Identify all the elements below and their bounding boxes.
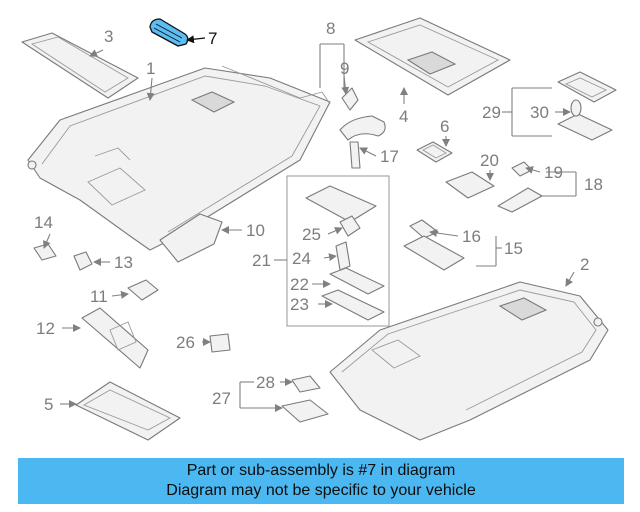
- callout-27: 27: [212, 389, 231, 408]
- callout-23: 23: [290, 295, 309, 314]
- callout-6: 6: [440, 117, 449, 136]
- part-4-sunroof-panel: [354, 17, 511, 96]
- part-15-lamp-assembly: [403, 235, 465, 271]
- callout-11: 11: [90, 287, 108, 306]
- part-20-bracket: [445, 171, 495, 199]
- callout-4: 4: [399, 107, 408, 126]
- part-3-panel: [21, 32, 139, 99]
- part-12-sun-visor: [81, 307, 149, 369]
- part-5-sunshade: [75, 381, 181, 441]
- banner-line-2: Diagram may not be specific to your vehi…: [166, 482, 476, 499]
- callout-17: 17: [380, 147, 399, 166]
- callout-18: 18: [584, 175, 603, 194]
- part-29-dome-lamp: [557, 71, 617, 141]
- callout-1: 1: [146, 59, 155, 78]
- parts-diagram-canvas: 3 1 7 8 9 4 6 29 30 17 20 19 18 10 21 25…: [21, 17, 617, 441]
- part-6-frame: [416, 141, 453, 163]
- callout-7[interactable]: 7: [208, 29, 217, 48]
- callout-21: 21: [252, 251, 271, 270]
- callout-2: 2: [580, 255, 589, 274]
- callout-10: 10: [246, 221, 265, 240]
- callout-19: 19: [544, 163, 563, 182]
- callout-16: 16: [462, 227, 481, 246]
- callout-25: 25: [302, 225, 321, 244]
- banner-line-1: Part or sub-assembly is #7 in diagram: [186, 462, 456, 479]
- callout-26: 26: [176, 333, 195, 352]
- part-9-clip: [341, 87, 359, 111]
- part-2-headliner: [329, 281, 609, 441]
- part-30-bulb: [570, 99, 582, 117]
- group-box-21: [286, 175, 390, 327]
- callout-8: 8: [326, 19, 335, 38]
- parts-diagram: 3 1 7 8 9 4 6 29 30 17 20 19 18 10 21 25…: [21, 17, 617, 441]
- part-17-grab-handle: [339, 115, 386, 169]
- part-13-clip: [73, 251, 93, 271]
- callout-29: 29: [482, 103, 501, 122]
- callout-5: 5: [44, 395, 53, 414]
- part-7-highlighted[interactable]: [149, 18, 189, 47]
- callout-22: 22: [290, 275, 309, 294]
- callout-30: 30: [530, 103, 549, 122]
- callout-3: 3: [104, 27, 113, 46]
- leader-lines: [43, 35, 577, 412]
- part-26-retainer: [209, 333, 231, 353]
- callout-24: 24: [292, 249, 311, 268]
- part-10-overhead-console: [159, 213, 223, 263]
- callout-12: 12: [36, 319, 55, 338]
- callout-15: 15: [504, 239, 523, 258]
- callout-20: 20: [480, 151, 499, 170]
- info-banner: Part or sub-assembly is #7 in diagram Di…: [18, 458, 624, 504]
- callout-28: 28: [256, 373, 275, 392]
- part-18-harness: [497, 187, 543, 213]
- callout-14: 14: [34, 213, 53, 232]
- part-27-bracket: [281, 399, 329, 423]
- callout-13: 13: [114, 253, 133, 272]
- part-11-holder: [127, 279, 159, 301]
- callout-9: 9: [340, 59, 349, 78]
- part-16-lamp: [409, 219, 439, 239]
- part-28-lamp: [291, 375, 321, 393]
- part-1-headliner: [27, 65, 331, 251]
